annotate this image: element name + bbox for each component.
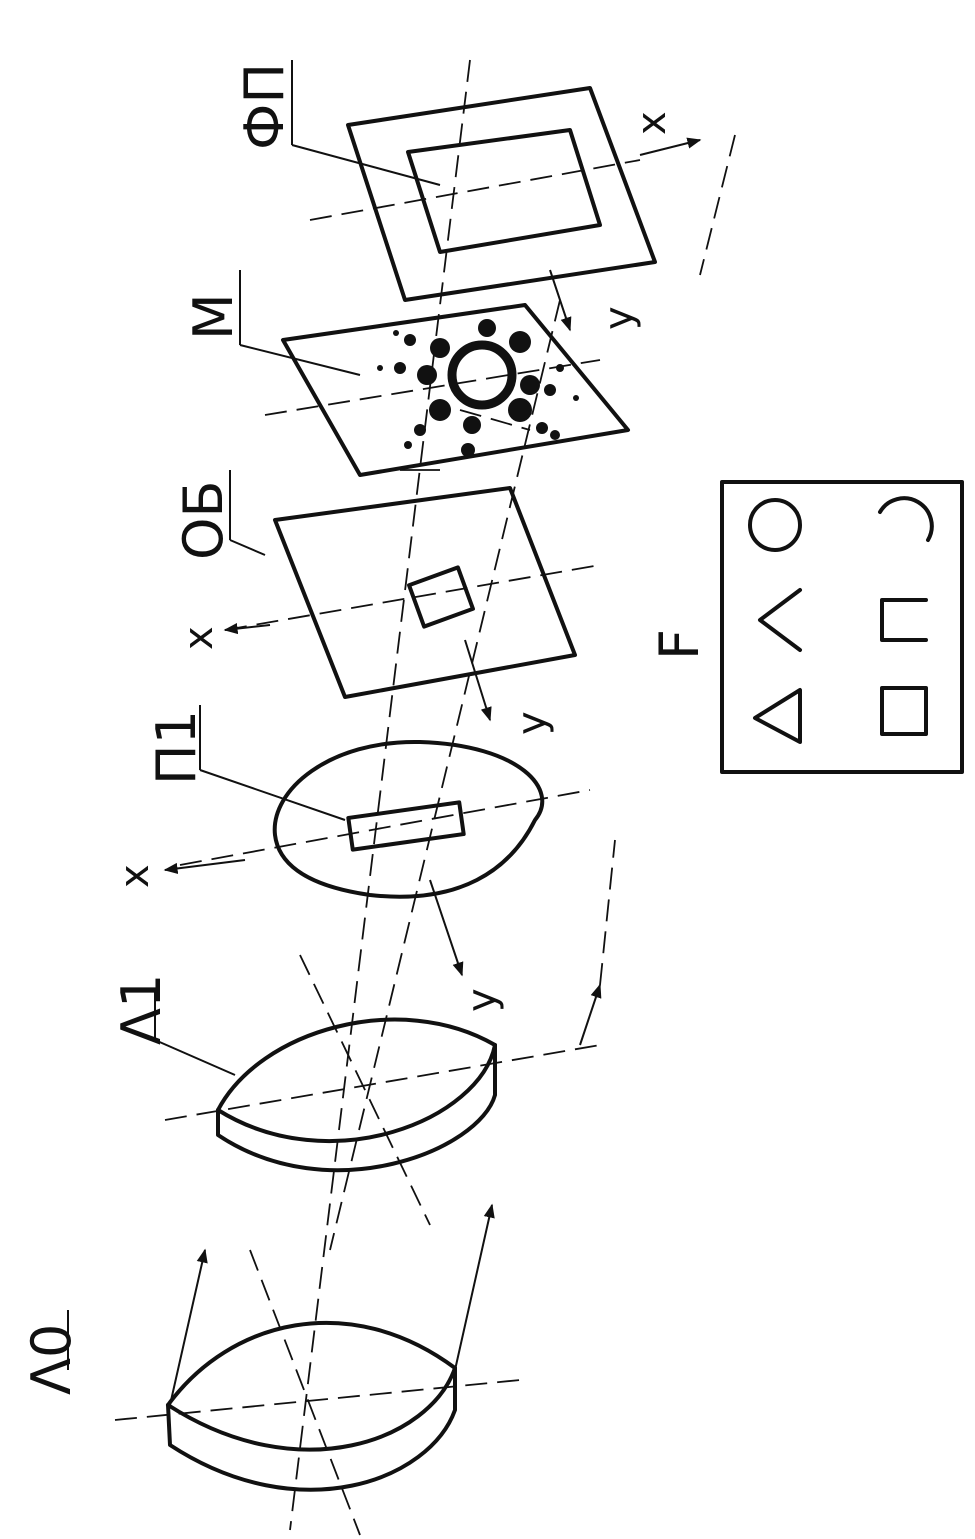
mask-center-ring: [447, 340, 517, 410]
label-detector-fp: ФП: [233, 63, 296, 150]
lens-l1: [154, 839, 616, 1226]
shapes-panel-f: [720, 480, 964, 774]
axis-y-fp: y: [596, 306, 642, 330]
label-lens-l1: Λ1: [110, 974, 173, 1045]
mask-holes: [377, 319, 579, 457]
shape-open-circle: [878, 496, 934, 542]
shape-open-square: [880, 598, 928, 642]
label-lens-l0: Λ0: [20, 1324, 83, 1395]
slit-aperture: [346, 800, 466, 852]
axis-x-fp: x: [629, 111, 675, 135]
mask-m: [239, 270, 630, 477]
axis-x-p1: x: [112, 864, 158, 888]
plate-ob: [223, 470, 601, 722]
shape-triangle: [753, 688, 802, 744]
lens-l0: [114, 1203, 521, 1536]
axis-y-ob: y: [509, 711, 555, 735]
shapes-panel-frame: [720, 480, 964, 774]
label-plate-ob: ОБ: [172, 480, 235, 560]
optical-axis-lines: [289, 59, 561, 1531]
detector-fp: [291, 60, 736, 332]
shape-open-triangle: [758, 588, 802, 652]
label-plate-p1: П1: [145, 710, 208, 785]
shape-circle: [748, 498, 802, 552]
label-figure-f: F: [648, 629, 711, 660]
label-mask-m: М: [182, 293, 245, 340]
plate-p1: [163, 705, 591, 977]
shape-square: [880, 686, 928, 736]
axis-y-p1: y: [459, 988, 505, 1012]
axis-x-ob: x: [176, 626, 222, 650]
